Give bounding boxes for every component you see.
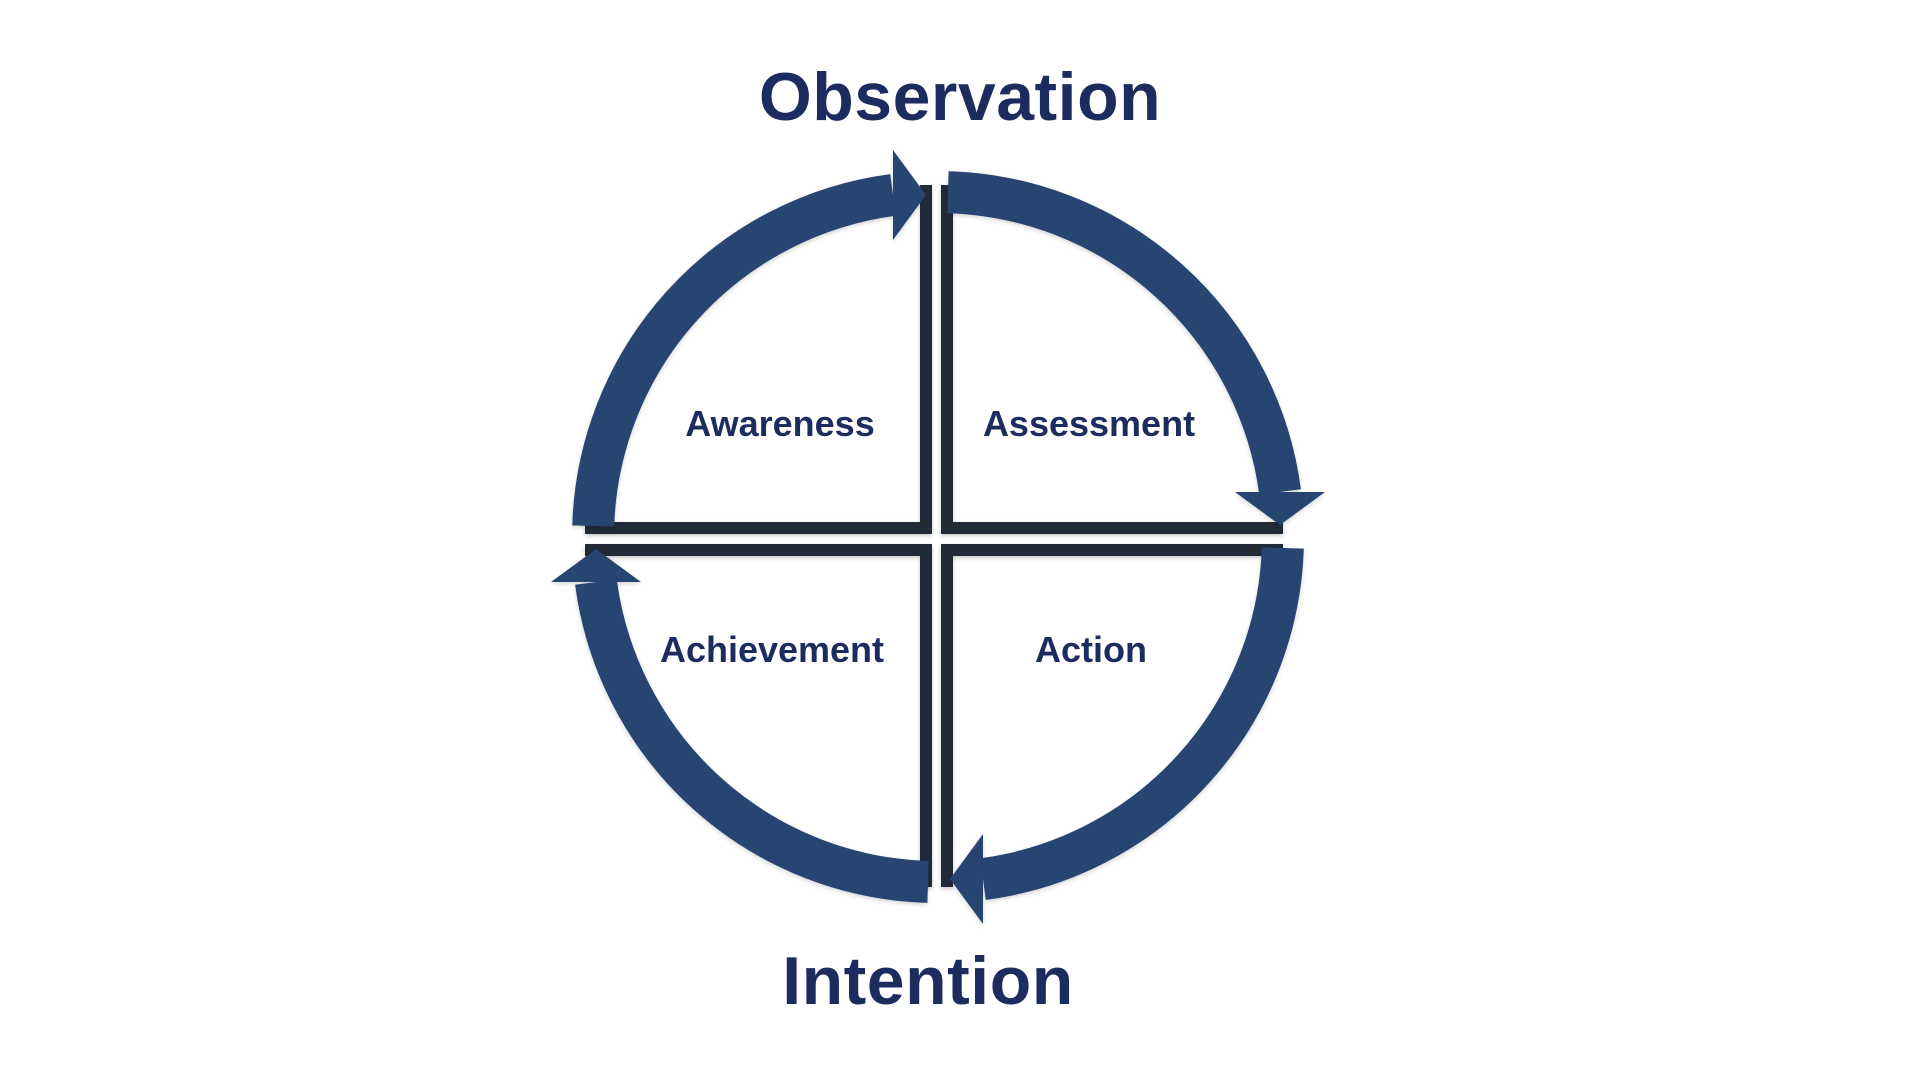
arc-top-left xyxy=(572,174,896,527)
quadrant-dividers xyxy=(585,185,1283,887)
divider-bottom-right-horizontal xyxy=(941,544,1283,556)
divider-bottom-left-vertical xyxy=(920,544,932,887)
clockwise-arrowhead-bottom-icon xyxy=(950,834,983,924)
divider-bottom-left-horizontal xyxy=(585,544,932,556)
clockwise-arrowhead-left-icon xyxy=(551,549,641,582)
divider-top-left-horizontal xyxy=(585,522,932,534)
title-observation: Observation xyxy=(758,59,1162,135)
divider-top-right-horizontal xyxy=(941,522,1283,534)
quadrant-label-action: Action xyxy=(1035,629,1147,670)
divider-top-right-vertical xyxy=(941,185,953,534)
divider-top-left-vertical xyxy=(920,185,932,534)
cycle-arrows xyxy=(551,150,1325,924)
quadrant-label-assessment: Assessment xyxy=(982,403,1196,444)
divider-bottom-right-vertical xyxy=(941,544,953,887)
title-intention: Intention xyxy=(782,943,1074,1019)
arc-top-right xyxy=(947,171,1301,495)
arc-bottom-right xyxy=(980,547,1304,900)
quadrant-label-achievement: Achievement xyxy=(659,629,885,670)
arc-bottom-left xyxy=(575,579,929,903)
quadrant-label-awareness: Awareness xyxy=(685,403,875,444)
clockwise-arrowhead-top-icon xyxy=(893,150,926,240)
clockwise-arrowhead-right-icon xyxy=(1235,492,1325,525)
